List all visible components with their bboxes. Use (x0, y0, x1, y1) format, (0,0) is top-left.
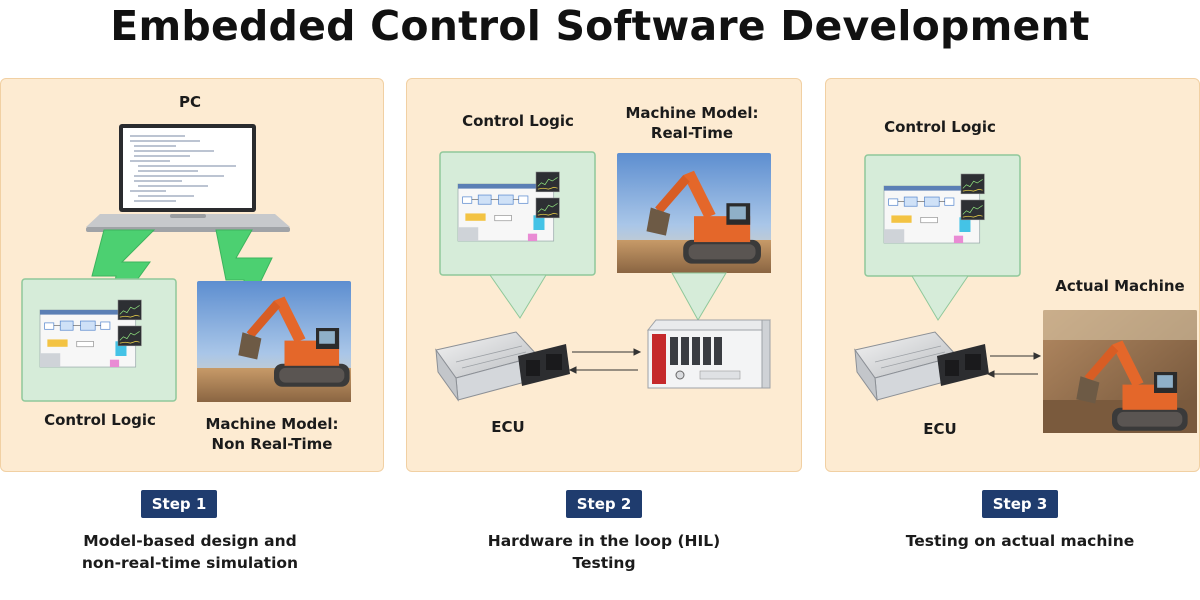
step3-panel (825, 78, 1200, 472)
step3-badge: Step 3 (982, 490, 1058, 518)
step2-desc-line2: Testing (572, 554, 636, 572)
step3-desc-line1: Testing on actual machine (905, 532, 1135, 550)
step1-machine-model-line2: Non Real-Time (211, 435, 333, 453)
step1-description: Model-based design and non-real-time sim… (40, 530, 340, 574)
actual-machine-label: Actual Machine (1055, 277, 1185, 295)
pc-label: PC (178, 93, 201, 111)
page-title: Embedded Control Software Development (110, 2, 1090, 50)
step2-desc-line1: Hardware in the loop (HIL) (487, 532, 721, 550)
step2-machine-model-line2: Real-Time (650, 124, 734, 142)
step1-machine-model-line1: Machine Model: (205, 415, 339, 433)
step2-description: Hardware in the loop (HIL) Testing (454, 530, 754, 574)
step2-control-logic-label: Control Logic (462, 112, 574, 130)
step1-desc-line2: non-real-time simulation (81, 554, 299, 572)
step3-ecu-label: ECU (923, 420, 957, 438)
step1-desc-line1: Model-based design and (83, 532, 297, 550)
step1-badge: Step 1 (141, 490, 217, 518)
step1-machine-model-label: Machine Model: Non Real-Time (192, 414, 352, 454)
step2-machine-model-label: Machine Model: Real-Time (612, 103, 772, 143)
step2-machine-model-line1: Machine Model: (625, 104, 759, 122)
step1-control-logic-label: Control Logic (44, 411, 156, 429)
step2-ecu-label: ECU (491, 418, 525, 436)
step2-badge: Step 2 (566, 490, 642, 518)
step3-description: Testing on actual machine (870, 530, 1170, 552)
step3-control-logic-label: Control Logic (884, 118, 996, 136)
